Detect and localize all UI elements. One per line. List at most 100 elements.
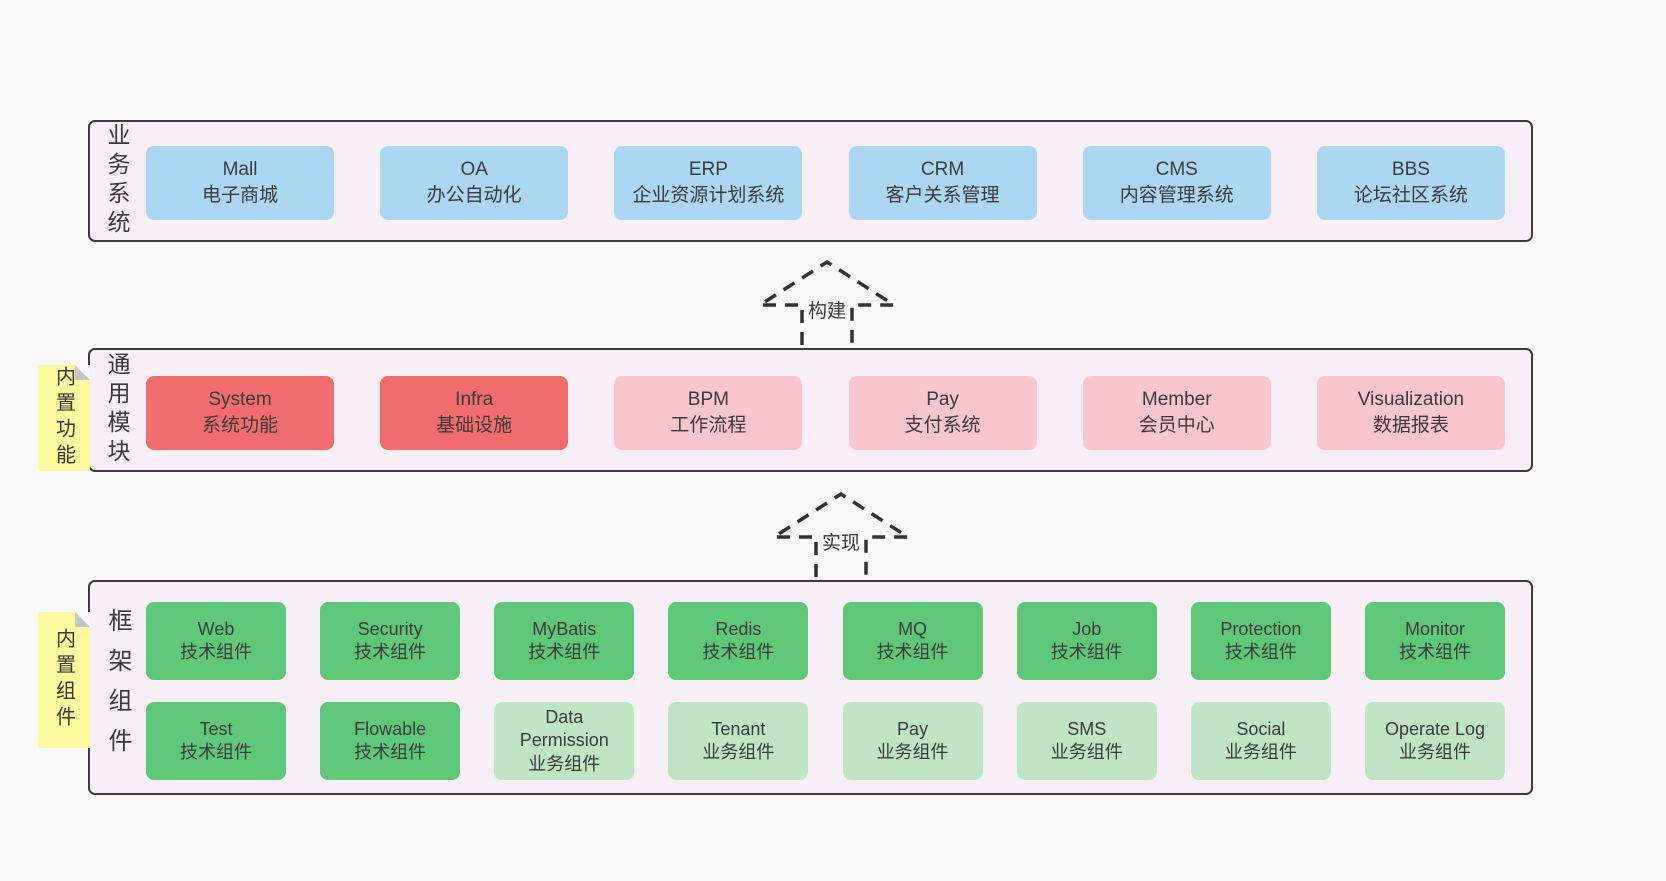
box-subtitle: 业务组件 <box>528 753 601 774</box>
box-subtitle: 业务组件 <box>1224 742 1297 762</box>
box-subtitle: 内容管理系统 <box>1119 185 1234 206</box>
box-title: Pay <box>897 718 929 739</box>
box-oa: OA 办公自动化 <box>380 146 569 220</box>
box-member: Member 会员中心 <box>1082 376 1271 450</box>
band-label-common-modules: 通用模块 <box>104 352 130 468</box>
box-pay: Pay 支付系统 <box>848 376 1037 450</box>
box-subtitle: 数据报表 <box>1372 415 1449 436</box>
box-title: Security <box>357 618 423 639</box>
folded-corner-icon <box>75 612 90 627</box>
box-subtitle: 会员中心 <box>1138 415 1215 436</box>
box-flowable: Flowable 技术组件 <box>320 702 461 780</box>
box-security: Security 技术组件 <box>320 602 461 680</box>
box-cms: CMS 内容管理系统 <box>1082 146 1271 220</box>
box-subtitle: 技术组件 <box>528 642 601 662</box>
box-title: System <box>208 388 272 410</box>
band-content: Mall 电子商城 OA 办公自动化 ERP 企业资源计划系统 CRM 客户关系… <box>146 146 1505 220</box>
box-subtitle: 技术组件 <box>354 742 427 762</box>
band-label-business-systems: 业务系统 <box>104 123 130 239</box>
box-visualization: Visualization 数据报表 <box>1316 376 1505 450</box>
box-monitor: Monitor 技术组件 <box>1364 602 1505 680</box>
box-title: ERP <box>688 158 728 180</box>
sticky-note-text: 内置功能 <box>52 366 75 470</box>
box-subtitle: 办公自动化 <box>426 185 522 206</box>
box-subtitle: 技术组件 <box>354 642 427 662</box>
box-mall: Mall 电子商城 <box>146 146 334 220</box>
box-subtitle: 基础设施 <box>436 415 513 436</box>
box-title: Monitor <box>1404 618 1465 639</box>
arrow-build: 构建 <box>752 255 902 347</box>
band-common-modules: 通用模块 System 系统功能 Infra 基础设施 BPM 工作流程 Pay… <box>88 348 1533 472</box>
box-subtitle: 企业资源计划系统 <box>632 185 785 206</box>
box-title: Infra <box>455 388 494 410</box>
box-title: Data Permission <box>519 706 609 751</box>
sticky-note-built-in-components: 内置组件 <box>38 612 90 748</box>
band-label-framework-components: 框架组件 <box>104 607 131 768</box>
box-title: Job <box>1072 618 1102 639</box>
box-title: MQ <box>898 618 928 639</box>
box-subtitle: 技术组件 <box>180 642 252 662</box>
box-subtitle: 业务组件 <box>876 742 949 762</box>
box-title: Mall <box>222 158 258 180</box>
box-subtitle: 技术组件 <box>1224 642 1297 662</box>
box-subtitle: 技术组件 <box>876 642 949 662</box>
arrow-implement: 实现 <box>766 487 916 579</box>
box-title: Tenant <box>711 718 766 739</box>
box-subtitle: 业务组件 <box>1398 742 1471 762</box>
box-title: Web <box>197 618 235 639</box>
box-job: Job 技术组件 <box>1016 602 1157 680</box>
band-business-systems: 业务系统 Mall 电子商城 OA 办公自动化 ERP 企业资源计划系统 CRM… <box>88 120 1533 242</box>
box-subtitle: 业务组件 <box>1050 742 1123 762</box>
sticky-note-text: 内置组件 <box>52 628 75 732</box>
box-title: Redis <box>715 618 762 639</box>
box-title: BBS <box>1391 158 1430 180</box>
box-subtitle: 业务组件 <box>702 742 775 762</box>
box-subtitle: 支付系统 <box>904 415 981 436</box>
box-title: SMS <box>1067 718 1107 739</box>
arrow-up-icon <box>768 491 914 577</box>
sticky-note-built-in-features: 内置功能 <box>38 365 90 471</box>
box-operate-log: Operate Log 业务组件 <box>1364 702 1505 780</box>
box-title: Protection <box>1220 618 1302 639</box>
box-subtitle: 技术组件 <box>180 742 252 762</box>
box-redis: Redis 技术组件 <box>668 602 809 680</box>
box-title: Pay <box>926 388 959 410</box>
box-system: System 系统功能 <box>146 376 334 450</box>
box-title: Test <box>199 718 233 739</box>
box-subtitle: 客户关系管理 <box>885 185 1000 206</box>
arrow-label: 实现 <box>817 527 865 556</box>
box-subtitle: 技术组件 <box>1050 642 1123 662</box>
box-title: OA <box>460 158 488 180</box>
box-title: CMS <box>1155 158 1198 180</box>
box-bpm: BPM 工作流程 <box>614 376 803 450</box>
box-title: CRM <box>920 158 965 180</box>
box-subtitle: 电子商城 <box>201 185 278 206</box>
box-data-permission: Data Permission 业务组件 <box>494 702 635 780</box>
folded-corner-icon <box>75 365 90 380</box>
box-subtitle: 系统功能 <box>201 415 278 436</box>
band-content: System 系统功能 Infra 基础设施 BPM 工作流程 Pay 支付系统… <box>146 376 1505 450</box>
box-bbs: BBS 论坛社区系统 <box>1316 146 1505 220</box>
box-mq: MQ 技术组件 <box>842 602 983 680</box>
box-protection: Protection 技术组件 <box>1190 602 1331 680</box>
box-erp: ERP 企业资源计划系统 <box>614 146 803 220</box>
box-subtitle: 技术组件 <box>702 642 775 662</box>
box-title: Visualization <box>1357 388 1465 410</box>
arrow-label: 构建 <box>803 295 851 324</box>
box-title: Social <box>1236 718 1286 739</box>
box-crm: CRM 客户关系管理 <box>848 146 1037 220</box>
box-web: Web 技术组件 <box>146 602 286 680</box>
box-test: Test 技术组件 <box>146 702 286 780</box>
box-title: MyBatis <box>532 618 597 639</box>
box-infra: Infra 基础设施 <box>380 376 569 450</box>
box-title: Operate Log <box>1384 718 1486 739</box>
box-title: Member <box>1141 388 1212 410</box>
box-subtitle: 工作流程 <box>670 415 747 436</box>
box-title: BPM <box>687 388 729 410</box>
box-subtitle: 技术组件 <box>1398 642 1471 662</box>
band-framework-components: 框架组件 Web 技术组件 Security 技术组件 MyBatis 技术组件… <box>88 580 1533 795</box>
box-social: Social 业务组件 <box>1190 702 1331 780</box>
arrow-up-icon <box>754 259 900 345</box>
box-tenant: Tenant 业务组件 <box>668 702 809 780</box>
